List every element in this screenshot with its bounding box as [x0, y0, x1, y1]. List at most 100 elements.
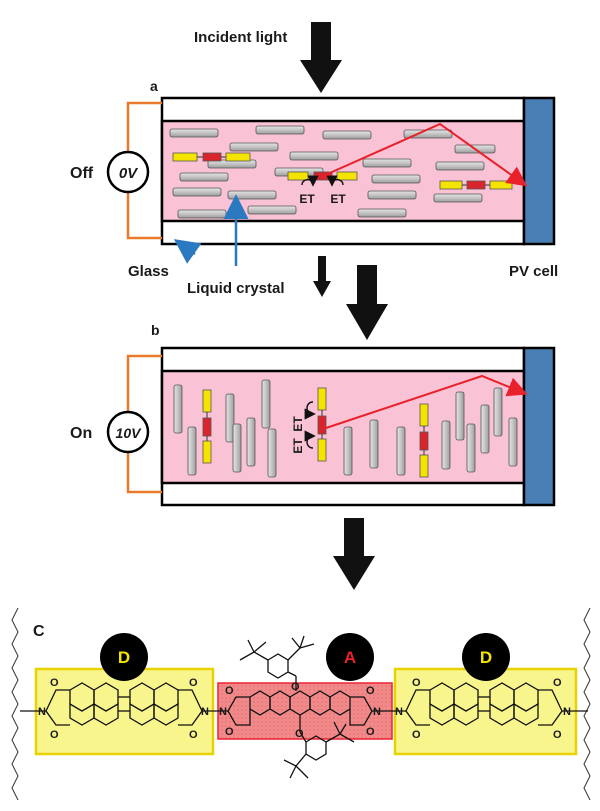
atom-o: O — [225, 726, 234, 738]
lc-rod — [433, 193, 483, 203]
atom-n: N — [563, 706, 571, 718]
atom-o: O — [189, 677, 198, 689]
lc-rod — [267, 428, 277, 478]
dye-molecule-b3 — [419, 403, 429, 478]
state-off-label: Off — [70, 165, 94, 182]
incident-light-label: Incident light — [194, 29, 287, 46]
voltage-a: 0V — [119, 165, 139, 182]
et-label-a-left: ET — [299, 192, 315, 206]
pv-cell-a — [522, 96, 556, 246]
molecular-structure — [20, 635, 588, 779]
lc-rod — [367, 190, 417, 200]
lc-rod — [173, 384, 183, 434]
transition-arrow-c — [333, 518, 375, 590]
donor-badge-right — [462, 633, 510, 681]
et-label-a-right: ET — [330, 192, 346, 206]
panel-c: C D A D — [11, 607, 591, 801]
voltage-b: 10V — [116, 425, 143, 441]
donor-label-right: D — [480, 648, 492, 667]
dye-molecule-a3 — [439, 180, 513, 190]
donor-badge-left — [100, 633, 148, 681]
lc-rod — [247, 205, 297, 215]
phenoxy-bottom — [283, 715, 355, 779]
incident-light-arrow-b — [346, 265, 388, 340]
lc-rod — [177, 209, 227, 219]
dye-molecule-a1 — [172, 152, 251, 162]
incident-light-arrow — [300, 22, 342, 93]
lc-rod — [246, 417, 256, 467]
atom-o: O — [189, 729, 198, 741]
atom-labels: O N O O N O O N O O O O N O N O O O N O — [38, 677, 571, 741]
lc-rod — [357, 208, 407, 218]
atom-o: O — [291, 681, 300, 693]
lc-rod — [466, 423, 476, 473]
atom-o: O — [50, 729, 59, 741]
atom-n: N — [219, 706, 227, 718]
atom-n: N — [395, 706, 403, 718]
lc-rods-a — [169, 125, 496, 219]
et-label-b-top: ET — [291, 416, 305, 432]
pv-cell-b — [522, 346, 556, 507]
atom-o: O — [295, 728, 304, 740]
atom-o: O — [225, 685, 234, 697]
lc-rod — [255, 125, 305, 135]
acceptor-badge — [326, 633, 374, 681]
emission-ray-b — [325, 374, 528, 429]
lc-rod — [362, 158, 412, 168]
atom-o: O — [366, 685, 375, 697]
dye-molecule-b1 — [202, 389, 212, 464]
left-boundary — [11, 607, 19, 801]
dye-molecule-b2: ET ET — [291, 387, 327, 462]
lc-rod — [229, 142, 279, 152]
phenoxy-top — [239, 635, 315, 691]
panel-b-label: b — [151, 322, 160, 338]
lc-rod — [396, 426, 406, 476]
atom-o: O — [366, 726, 375, 738]
lc-rod — [371, 174, 421, 184]
lc-rod — [289, 151, 339, 161]
lc-rod — [179, 172, 229, 182]
lc-rod — [508, 417, 518, 467]
lc-rod — [435, 161, 485, 171]
lc-rod — [343, 426, 353, 476]
lc-rod — [232, 423, 242, 473]
right-boundary — [583, 607, 591, 801]
lc-rod — [227, 190, 277, 200]
lc-rod — [493, 387, 503, 437]
lc-rod — [187, 426, 197, 476]
panel-c-label: C — [33, 623, 45, 640]
lc-rod — [322, 130, 372, 140]
lc-rods-b — [173, 379, 518, 478]
panel-a: Incident light a 0V Off — [70, 22, 558, 297]
lc-rod — [169, 128, 219, 138]
liquid-crystal-label: Liquid crystal — [187, 280, 285, 297]
atom-o: O — [50, 677, 59, 689]
donor-label-left: D — [118, 648, 130, 667]
atom-o: O — [412, 677, 421, 689]
voltage-source-a — [106, 150, 150, 194]
transmitted-light-arrow — [313, 256, 331, 297]
glass-pointer — [173, 239, 202, 264]
lc-rod — [369, 419, 379, 469]
panel-a-label: a — [150, 78, 158, 94]
atom-o: O — [412, 729, 421, 741]
glass-label: Glass — [128, 263, 169, 280]
emission-ray-a — [322, 122, 528, 187]
atom-n: N — [373, 706, 381, 718]
lc-rod — [455, 391, 465, 441]
lc-rod — [225, 393, 235, 443]
lc-rod — [441, 420, 451, 470]
et-label-b-bottom: ET — [291, 438, 305, 454]
atom-o: O — [553, 729, 562, 741]
acceptor-core — [202, 690, 406, 726]
donor-core-right — [405, 682, 588, 726]
atom-n: N — [201, 706, 209, 718]
pv-cell-label: PV cell — [509, 263, 558, 280]
atom-n: N — [38, 706, 46, 718]
atom-o: O — [553, 677, 562, 689]
acceptor-label: A — [344, 648, 356, 667]
panel-b: b 10V On — [70, 322, 556, 507]
state-on-label: On — [70, 425, 92, 442]
